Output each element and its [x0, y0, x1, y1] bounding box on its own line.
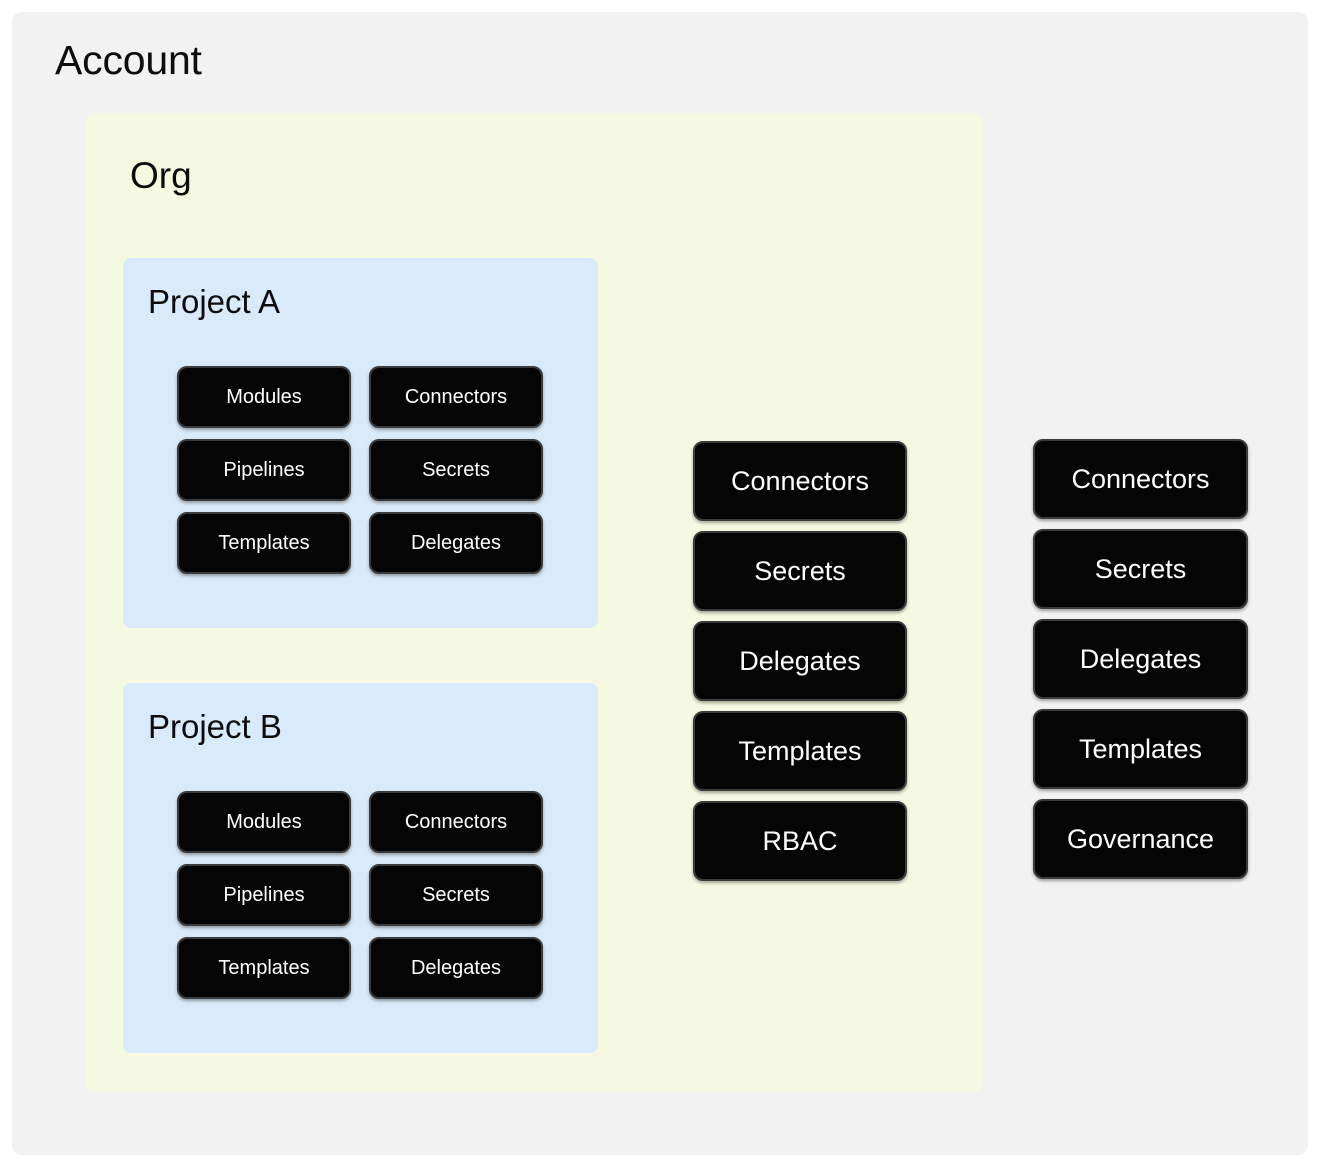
project-resource-grid: Modules Connectors Pipelines Secrets Tem… — [177, 791, 543, 999]
resource-chip-secrets[interactable]: Secrets — [693, 531, 907, 611]
resource-chip-delegates[interactable]: Delegates — [369, 937, 543, 999]
resource-chip-connectors[interactable]: Connectors — [693, 441, 907, 521]
resource-chip-modules[interactable]: Modules — [177, 366, 351, 428]
account-scope-panel: Account Org Project A Modules Connectors… — [12, 12, 1308, 1155]
resource-chip-secrets[interactable]: Secrets — [1033, 529, 1248, 609]
resource-chip-delegates[interactable]: Delegates — [369, 512, 543, 574]
resource-chip-rbac[interactable]: RBAC — [693, 801, 907, 881]
resource-chip-templates[interactable]: Templates — [693, 711, 907, 791]
resource-chip-pipelines[interactable]: Pipelines — [177, 864, 351, 926]
resource-chip-pipelines[interactable]: Pipelines — [177, 439, 351, 501]
resource-chip-templates[interactable]: Templates — [1033, 709, 1248, 789]
org-scope-panel: Org Project A Modules Connectors Pipelin… — [85, 113, 983, 1092]
resource-chip-delegates[interactable]: Delegates — [1033, 619, 1248, 699]
project-scope-title: Project A — [148, 283, 281, 320]
resource-chip-modules[interactable]: Modules — [177, 791, 351, 853]
resource-chip-secrets[interactable]: Secrets — [369, 439, 543, 501]
resource-chip-connectors[interactable]: Connectors — [369, 791, 543, 853]
org-scope-title: Org — [130, 155, 192, 196]
account-resource-column: Connectors Secrets Delegates Templates G… — [1033, 439, 1248, 879]
resource-chip-governance[interactable]: Governance — [1033, 799, 1248, 879]
resource-chip-connectors[interactable]: Connectors — [369, 366, 543, 428]
project-scope-title: Project B — [148, 708, 282, 745]
project-resource-grid: Modules Connectors Pipelines Secrets Tem… — [177, 366, 543, 574]
resource-chip-delegates[interactable]: Delegates — [693, 621, 907, 701]
resource-chip-secrets[interactable]: Secrets — [369, 864, 543, 926]
project-scope-panel: Project A Modules Connectors Pipelines S… — [123, 258, 598, 628]
project-scope-panel: Project B Modules Connectors Pipelines S… — [123, 683, 598, 1053]
resource-chip-connectors[interactable]: Connectors — [1033, 439, 1248, 519]
account-scope-title: Account — [55, 37, 202, 83]
org-resource-column: Connectors Secrets Delegates Templates R… — [693, 441, 907, 881]
resource-chip-templates[interactable]: Templates — [177, 512, 351, 574]
resource-chip-templates[interactable]: Templates — [177, 937, 351, 999]
